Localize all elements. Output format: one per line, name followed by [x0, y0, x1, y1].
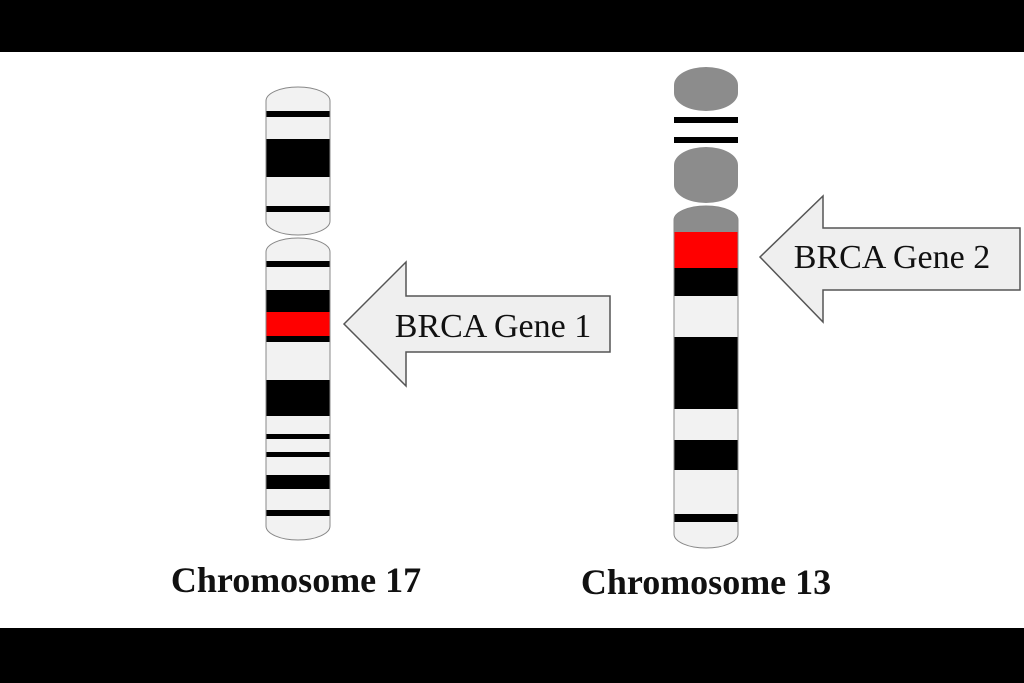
brca-gene-2-label: BRCA Gene 2: [794, 239, 990, 276]
top-black-bar: [0, 0, 1024, 52]
chromosome-13: [673, 67, 739, 549]
bottom-black-bar: [0, 628, 1024, 683]
brca1-band: [266, 312, 330, 336]
chromosome-13-short-arm: [674, 147, 738, 203]
brca2-band: [674, 232, 738, 268]
chromosome-17-upper-arm: [266, 87, 330, 235]
chromosome-13-long-arm: [674, 206, 738, 548]
brca-gene-1-label: BRCA Gene 1: [395, 308, 591, 345]
chromosome-17-lower-arm: [266, 238, 330, 540]
chromosome-13-stalk-band: [674, 117, 738, 123]
chromosome-13-label: Chromosome 13: [581, 562, 831, 602]
chromosome-13-stalk-band: [674, 137, 738, 143]
chromosome-17-label: Chromosome 17: [171, 560, 421, 600]
brca-gene-1-arrow: BRCA Gene 1: [342, 260, 611, 388]
brca-gene-2-arrow: BRCA Gene 2: [758, 194, 1021, 324]
chromosome-17: [265, 86, 331, 541]
chromosome-13-satellite: [674, 67, 738, 111]
